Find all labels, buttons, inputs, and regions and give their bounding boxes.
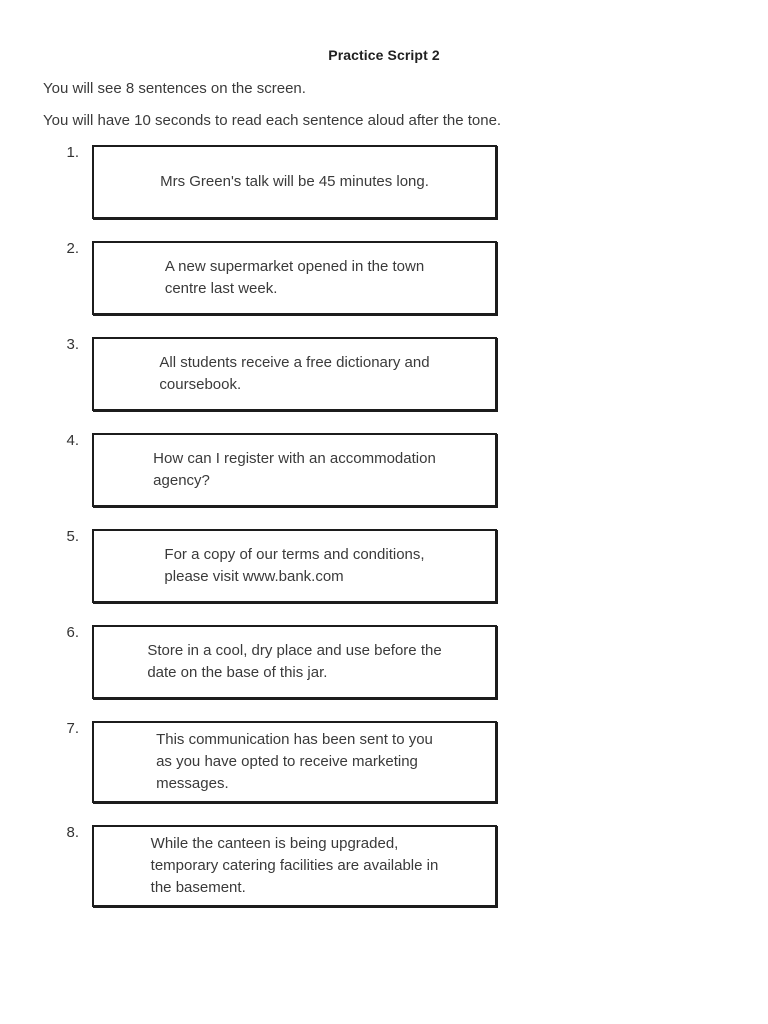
sentence-number: 8. [66,824,79,841]
sentence-text: All students receive a free dictionary a… [159,354,430,393]
instructions: You will see 8 sentences on the screen. … [0,80,768,130]
instruction-line-2: You will have 10 seconds to read each se… [43,112,502,129]
sentence-number: 7. [66,720,79,737]
sentence-box: For a copy of our terms and conditions, … [92,529,497,603]
sentence-box: While the canteen is being upgraded, tem… [92,825,497,907]
sentence-row-2: 2. A new supermarket opened in the town … [0,240,768,315]
sentence-box: Mrs Green's talk will be 45 minutes long… [92,145,497,219]
sentence-text: For a copy of our terms and conditions, … [164,546,425,585]
sentence-box: Store in a cool, dry place and use befor… [92,625,497,699]
sentence-number: 6. [66,624,79,641]
sentence-row-1: 1. Mrs Green's talk will be 45 minutes l… [0,144,768,219]
page-title: Practice Script 2 [328,47,440,63]
sentence-box: How can I register with an accommodation… [92,433,497,507]
sentence-number: 2. [66,240,79,257]
sentence-row-7: 7. This communication has been sent to y… [0,720,768,803]
sentence-text: This communication has been sent to you … [156,731,433,792]
instruction-line-1: You will see 8 sentences on the screen. [43,80,306,97]
sentence-box: This communication has been sent to you … [92,721,497,803]
sentence-box: All students receive a free dictionary a… [92,337,497,411]
sentence-list: 1. Mrs Green's talk will be 45 minutes l… [0,144,768,907]
sentence-text: While the canteen is being upgraded, tem… [150,835,439,896]
sentence-box: A new supermarket opened in the town cen… [92,241,497,315]
sentence-row-6: 6. Store in a cool, dry place and use be… [0,624,768,699]
sentence-text: A new supermarket opened in the town cen… [164,258,425,297]
sentence-row-4: 4. How can I register with an accommodat… [0,432,768,507]
sentence-number: 5. [66,528,79,545]
sentence-text: How can I register with an accommodation… [153,450,436,489]
sentence-row-3: 3. All students receive a free dictionar… [0,336,768,411]
sentence-number: 4. [66,432,79,449]
sentence-row-8: 8. While the canteen is being upgraded, … [0,824,768,907]
sentence-row-5: 5. For a copy of our terms and condition… [0,528,768,603]
sentence-text: Mrs Green's talk will be 45 minutes long… [160,173,429,190]
sentence-text: Store in a cool, dry place and use befor… [147,642,442,681]
sentence-number: 1. [66,144,79,161]
sentence-number: 3. [66,336,79,353]
